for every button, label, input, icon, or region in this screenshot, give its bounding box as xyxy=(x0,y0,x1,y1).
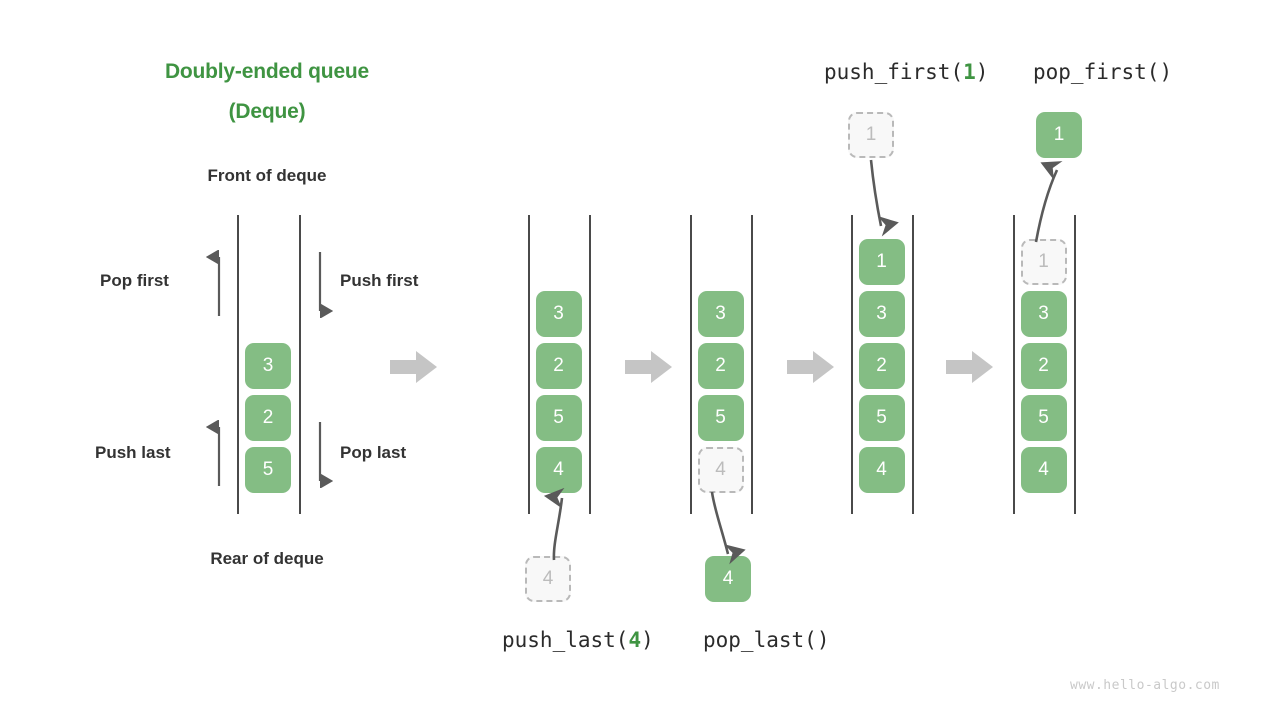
push-first-transfer-arrow-icon xyxy=(869,159,899,237)
panel-initial-rail-right xyxy=(589,215,591,514)
op-close-pop-last: ) xyxy=(816,628,830,652)
op-open-pop-first: ( xyxy=(1146,60,1160,84)
op-arg-push-last: 4 xyxy=(628,628,642,652)
pop-first-arrow-icon xyxy=(205,250,221,316)
panel-after-push-last-cell-3: 3 xyxy=(697,291,744,337)
panel-initial-rail-left xyxy=(528,215,530,514)
op-label-push-last: push_last(4) xyxy=(502,628,654,652)
panel-overview-cell-3: 3 xyxy=(245,343,291,389)
pop-last-label: Pop last xyxy=(340,443,407,462)
panel-after-pop-first-cell-5: 5 xyxy=(1020,395,1067,441)
push-first-label: Push first xyxy=(340,271,419,290)
panel-initial-cell-4: 4 xyxy=(535,447,582,493)
op-label-pop-last: pop_last() xyxy=(703,628,829,652)
panel-after-pop-first-rail-left xyxy=(1013,215,1015,514)
panel-initial-cell-3: 3 xyxy=(535,291,582,337)
panel-after-push-first-cell-5: 5 xyxy=(858,395,905,441)
panel-after-push-first-rail-right xyxy=(912,215,914,514)
op-arg-push-first: 1 xyxy=(963,60,976,84)
panel-after-push-first-rail-left xyxy=(851,215,853,514)
op-name-push-first: push_first xyxy=(824,60,951,84)
pop-last-transfer-arrow-icon xyxy=(710,491,746,565)
flow-arrow-icon-4 xyxy=(946,351,993,383)
push-last-arrow-icon xyxy=(205,420,221,486)
panel-overview-cell-5: 5 xyxy=(245,447,291,493)
op-open-push-first: ( xyxy=(950,60,964,84)
panel-after-push-first-cell-3: 3 xyxy=(858,291,905,337)
watermark: www.hello-algo.com xyxy=(1070,678,1220,693)
panel-initial-detached-cell-4: 4 xyxy=(525,556,571,602)
op-name-pop-first: pop_first xyxy=(1033,60,1147,84)
panel-overview-rail-left xyxy=(237,215,239,514)
op-close-push-last: ) xyxy=(641,628,654,652)
panel-after-push-last-cell-4-ghost: 4 xyxy=(697,447,744,493)
panel-after-pop-first-rail-right xyxy=(1074,215,1076,514)
panel-after-push-first-cell-4: 4 xyxy=(858,447,905,493)
panel-initial-cell-5: 5 xyxy=(535,395,582,441)
panel-after-pop-first-cell-1-ghost: 1 xyxy=(1020,239,1067,285)
panel-after-push-last-rail-left xyxy=(690,215,692,514)
push-first-arrow-icon xyxy=(318,252,334,318)
panel-after-push-first-cell-1: 1 xyxy=(858,239,905,285)
push-last-label: Push last xyxy=(95,443,171,462)
pop-first-label: Pop first xyxy=(100,271,169,290)
op-close-pop-first: ) xyxy=(1159,60,1173,84)
op-name-push-last: push_last xyxy=(502,628,616,652)
panel-after-pop-first-cell-2: 2 xyxy=(1020,343,1067,389)
panel-after-push-first-detached-cell-1: 1 xyxy=(848,112,894,158)
op-open-push-last: ( xyxy=(615,628,629,652)
op-label-push-first: push_first(1) xyxy=(824,60,988,84)
flow-arrow-icon-1 xyxy=(390,351,437,383)
op-label-pop-first: pop_first() xyxy=(1033,60,1172,84)
panel-after-push-last-cell-2: 2 xyxy=(697,343,744,389)
panel-after-push-last-rail-right xyxy=(751,215,753,514)
op-open-pop-last: ( xyxy=(804,628,817,652)
panel-overview-rail-right xyxy=(299,215,301,514)
op-name-pop-last: pop_last xyxy=(703,628,805,652)
front-of-deque-label: Front of deque xyxy=(207,166,327,185)
page-subtitle: (Deque) xyxy=(228,100,306,123)
flow-arrow-icon-3 xyxy=(787,351,834,383)
panel-overview-cell-2: 2 xyxy=(245,395,291,441)
flow-arrow-icon-2 xyxy=(625,351,672,383)
rear-of-deque-label: Rear of deque xyxy=(210,549,324,568)
panel-initial-cell-2: 2 xyxy=(535,343,582,389)
panel-after-pop-first-cell-3: 3 xyxy=(1020,291,1067,337)
panel-after-push-last-cell-5: 5 xyxy=(697,395,744,441)
panel-after-pop-first-cell-4: 4 xyxy=(1020,447,1067,493)
page-title: Doubly-ended queue xyxy=(164,60,370,83)
push-last-transfer-arrow-icon xyxy=(543,488,565,561)
panel-after-push-first-cell-2: 2 xyxy=(858,343,905,389)
op-close-push-first: ) xyxy=(975,60,989,84)
pop-first-transfer-arrow-icon xyxy=(1034,161,1063,243)
pop-last-arrow-icon xyxy=(318,422,334,488)
panel-after-pop-first-detached-cell-1: 1 xyxy=(1036,112,1082,158)
